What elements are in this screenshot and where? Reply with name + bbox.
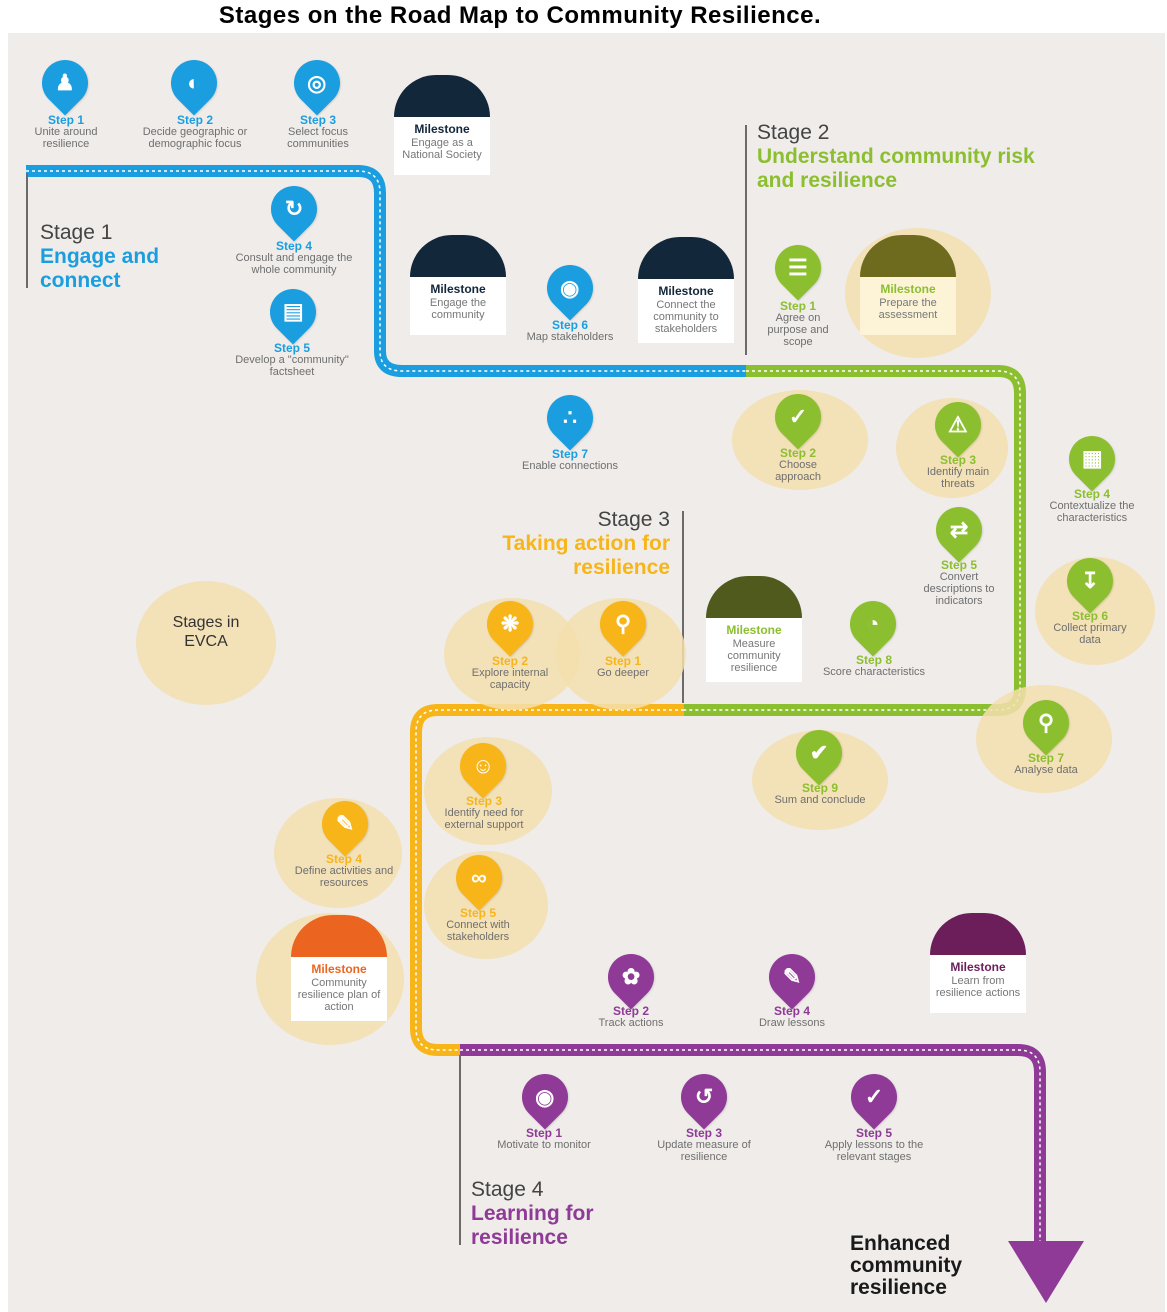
check-icon: ✓ — [864, 1084, 884, 1109]
stage2-title: Understand community risk and resilience — [757, 145, 1035, 192]
evca-label: Stages in EVCA — [172, 614, 240, 650]
stage1-header: Stage 1 Engage and connect — [40, 221, 220, 293]
factsheet-icon: ▤ — [282, 299, 304, 325]
grid-icon: ▦ — [1081, 446, 1103, 472]
milestone-cap — [930, 913, 1026, 955]
milestone-cap — [291, 915, 387, 957]
magnifier-icon: ⚲ — [614, 611, 632, 636]
stage3-number: Stage 3 — [597, 508, 670, 531]
support-icon: ☺ — [471, 753, 495, 778]
stage4-header: Stage 4 Learning for resilience — [471, 1178, 671, 1250]
eye-icon: ◉ — [535, 1084, 555, 1110]
milestone-cap — [706, 576, 802, 618]
check-icon: ✓ — [788, 404, 808, 429]
stage1-divider — [26, 173, 28, 288]
page-title: Stages on the Road Map to Community Resi… — [218, 2, 822, 29]
connect-icon: ∞ — [471, 865, 487, 890]
evca-circle — [136, 581, 276, 705]
download-icon: ↧ — [1080, 568, 1100, 593]
stage3-title: Taking action for resilience — [502, 532, 670, 579]
stage4-title: Learning for resilience — [471, 1202, 594, 1249]
resources-icon: ✎ — [335, 811, 355, 836]
check-circle-icon: ✔ — [809, 740, 829, 765]
road-arrowhead — [1008, 1241, 1084, 1303]
stage2-header: Stage 2 Understand community risk and re… — [757, 121, 1057, 193]
paw-icon: ✿ — [621, 964, 641, 989]
stage3-divider — [682, 511, 684, 703]
milestone-cap — [394, 75, 490, 117]
milestone-cap — [638, 237, 734, 279]
stage4-divider — [459, 1055, 461, 1245]
capacity-icon: ❋ — [500, 611, 520, 636]
network-icon: ∴ — [563, 405, 577, 430]
globe-icon: ◐ — [187, 70, 201, 96]
stage2-number: Stage 2 — [757, 121, 830, 144]
cycle-icon: ↻ — [284, 196, 304, 221]
roadmap-canvas: Stage 1 Engage and connect Stage 2 Under… — [8, 33, 1165, 1312]
outcome-label: Enhanced community resilience — [850, 1232, 963, 1299]
milestone-cap — [410, 235, 506, 277]
target-icon: ◎ — [307, 70, 327, 96]
people-icon: ♟ — [55, 70, 75, 96]
stage1-title: Engage and connect — [40, 245, 160, 292]
stage2-divider — [745, 125, 747, 355]
stage4-number: Stage 4 — [471, 1178, 544, 1201]
update-icon: ↺ — [694, 1084, 714, 1109]
pencil-icon: ✎ — [782, 964, 802, 989]
analyse-icon: ⚲ — [1037, 710, 1055, 735]
convert-icon: ⇄ — [949, 517, 969, 542]
clipboard-icon: ☰ — [788, 255, 808, 281]
stage1-number: Stage 1 — [40, 221, 113, 244]
warning-icon: ⚠ — [948, 412, 968, 438]
map-icon: ◉ — [560, 275, 580, 301]
stage3-header: Stage 3 Taking action for resilience — [484, 508, 670, 580]
gauge-icon: ◔ — [866, 611, 880, 637]
milestone-cap — [860, 235, 956, 277]
